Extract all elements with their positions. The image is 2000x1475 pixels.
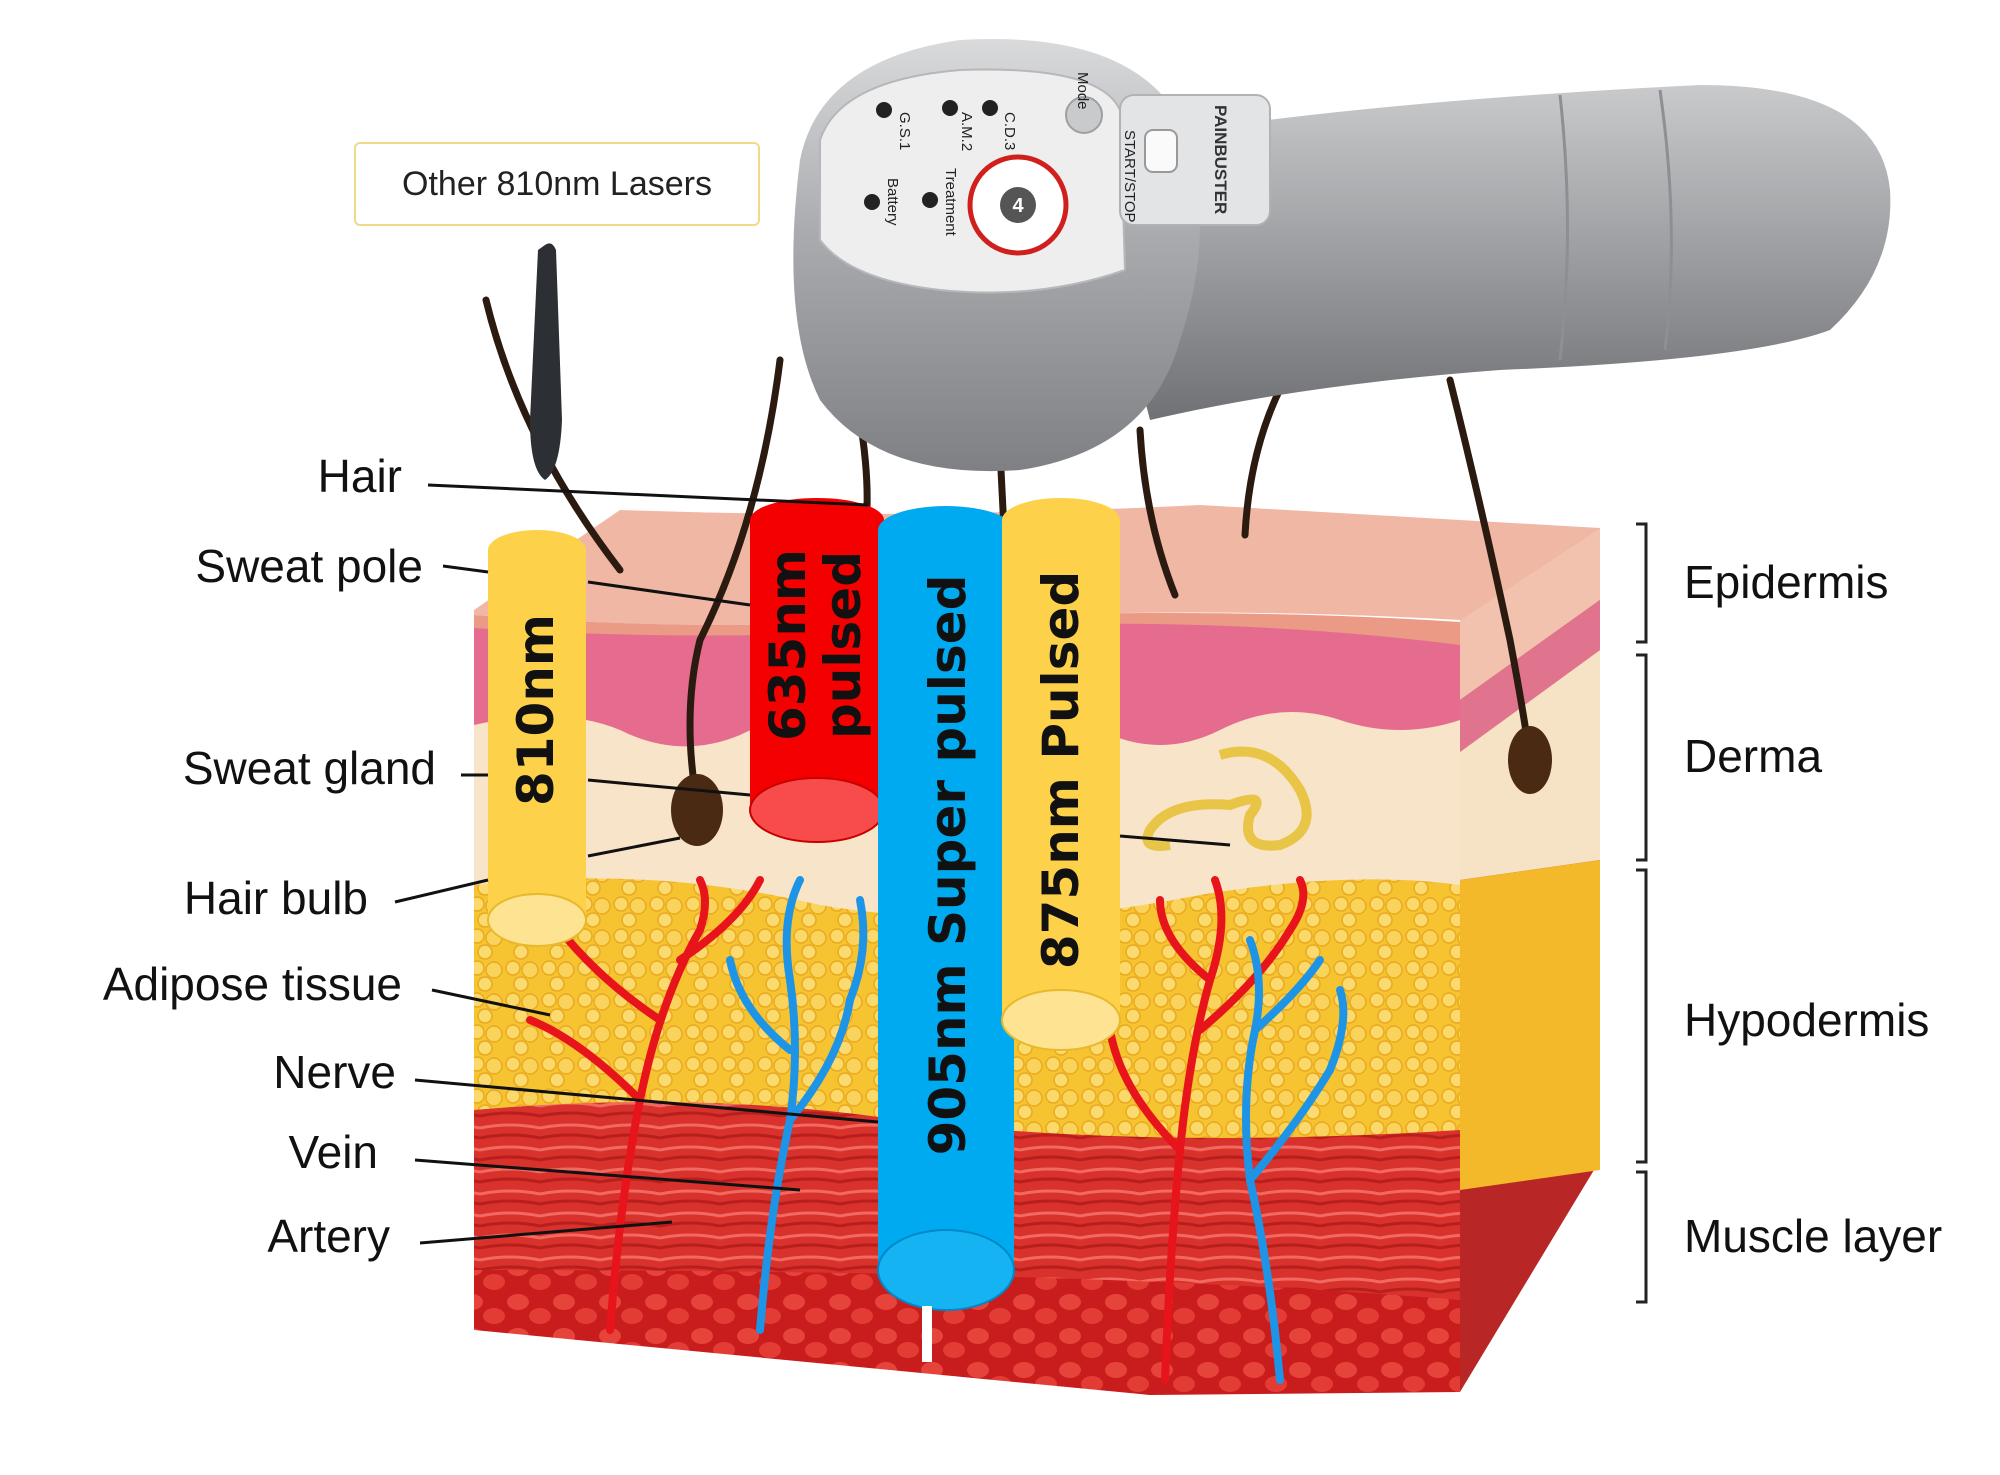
indicator-treatment-text: Treatment xyxy=(942,168,959,237)
label-nerve: Nerve xyxy=(273,1046,396,1098)
label-vein: Vein xyxy=(288,1126,378,1178)
layer-labels: Epidermis Derma Hypodermis Muscle layer xyxy=(1684,556,1942,1262)
label-hair: Hair xyxy=(318,450,402,502)
leader-lines xyxy=(394,483,1231,1245)
label-sweat-pole: Sweat pole xyxy=(195,540,423,592)
label-muscle-layer: Muscle layer xyxy=(1684,1210,1942,1262)
mode-button[interactable] xyxy=(1065,96,1103,134)
sweat-gland-coil xyxy=(1142,746,1312,851)
laser-905nm-label: 905nm Super pulsed xyxy=(919,575,977,1156)
device-handle xyxy=(1080,85,1891,420)
other-laser-probe xyxy=(530,243,562,480)
device-badge-number: 4 xyxy=(1012,195,1024,217)
laser-875nm-cylinder: 875nm Pulsed xyxy=(1001,498,1121,1051)
indicator-treatment-led xyxy=(922,192,938,208)
arteries xyxy=(526,856,1308,1384)
laser-810nm-label: 810nm xyxy=(507,614,565,806)
label-hypodermis: Hypodermis xyxy=(1684,994,1929,1046)
indicator-cd3-text: C.D.3 xyxy=(1001,112,1018,150)
indicator-battery-text: Battery xyxy=(884,178,901,226)
indicator-am2-text: A.M.2 xyxy=(958,112,975,151)
laser-635nm-cylinder: 635nm pulsed xyxy=(749,498,885,843)
device-brand: PAINBUSTER xyxy=(1211,105,1230,214)
label-sweat-gland: Sweat gland xyxy=(183,742,436,794)
label-derma: Derma xyxy=(1684,730,1822,782)
indicator-gs1-led xyxy=(876,102,892,118)
layer-brackets xyxy=(1636,522,1648,1304)
other-lasers-callout-text: Other 810nm Lasers xyxy=(402,164,712,203)
veins xyxy=(726,876,1348,1384)
hair-bulb-left xyxy=(671,774,723,846)
indicator-am2-led xyxy=(942,100,958,116)
label-artery: Artery xyxy=(267,1210,390,1262)
laser-810nm-cylinder: 810nm xyxy=(487,530,587,947)
label-epidermis: Epidermis xyxy=(1684,556,1889,608)
indicator-battery-led xyxy=(864,194,880,210)
mode-label: Mode xyxy=(1074,72,1091,110)
left-labels: Hair Sweat pole Sweat gland Hair bulb Ad… xyxy=(103,450,436,1262)
laser-905nm-cylinder: 905nm Super pulsed xyxy=(877,506,1015,1362)
device-side-panel xyxy=(1119,94,1271,226)
other-lasers-callout: Other 810nm Lasers xyxy=(354,142,760,226)
muscle-cells xyxy=(474,1260,1460,1395)
start-stop-label: START/STOP xyxy=(1121,130,1138,223)
laser-635nm-label-1: 635nm xyxy=(759,549,817,741)
painbuster-device: G.S.1 A.M.2 C.D.3 Battery Treatment 4 Mo… xyxy=(793,39,1891,472)
label-hair-bulb: Hair bulb xyxy=(184,872,368,924)
laser-875nm-label: 875nm Pulsed xyxy=(1032,571,1090,969)
indicator-gs1-text: G.S.1 xyxy=(896,112,913,150)
indicator-cd3-led xyxy=(982,100,998,116)
label-adipose-tissue: Adipose tissue xyxy=(103,958,402,1010)
start-stop-button[interactable] xyxy=(1144,129,1178,173)
laser-635nm-label-2: pulsed xyxy=(814,551,872,739)
hair-bulb-right xyxy=(1508,726,1552,794)
